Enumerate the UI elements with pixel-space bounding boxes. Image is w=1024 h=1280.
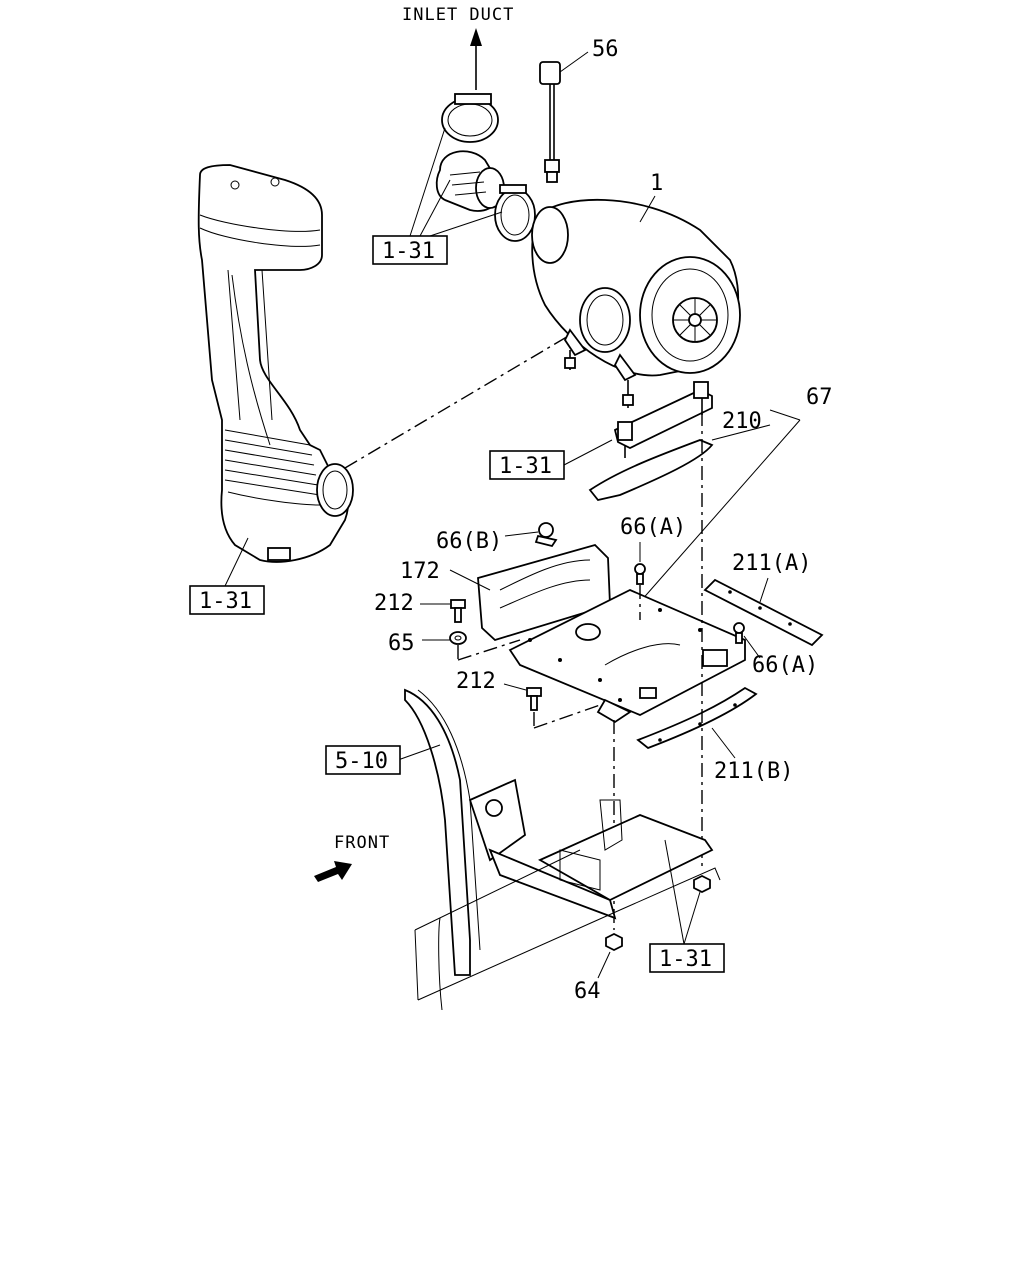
bolt-212-top <box>450 599 466 623</box>
mounting-strap <box>613 381 713 458</box>
air-intake-snorkel <box>197 164 354 563</box>
ref-box-mid <box>489 450 565 480</box>
ref-bottom-text: 1-31 <box>659 947 712 972</box>
label-56: 56 <box>592 37 619 62</box>
hose-clamp-lower <box>494 184 536 242</box>
front-direction-arrow <box>314 861 352 882</box>
clip-66a-top <box>634 563 646 585</box>
inlet-duct-label: INLET DUCT <box>402 5 514 25</box>
label-212-top: 212 <box>374 591 414 616</box>
inlet-duct-arrow <box>470 28 482 90</box>
label-172: 172 <box>400 559 440 584</box>
air-cleaner-assembly <box>531 199 741 408</box>
ref-box-top-left <box>372 235 448 265</box>
label-212-bottom: 212 <box>456 669 496 694</box>
ref-box-frame <box>325 745 401 775</box>
bolt-212-bottom <box>526 687 542 711</box>
ref-box-left <box>189 585 265 615</box>
label-66a-top: 66(A) <box>620 515 686 540</box>
ref-mid-text: 1-31 <box>499 454 552 479</box>
label-210: 210 <box>722 409 762 434</box>
ref-frame-text: 5-10 <box>335 749 388 774</box>
restriction-sensor <box>539 61 561 183</box>
label-211a: 211(A) <box>732 551 811 576</box>
front-label: FRONT <box>334 833 390 853</box>
mounting-bracket-plate <box>477 543 746 724</box>
label-66a-right: 66(A) <box>752 653 818 678</box>
label-67: 67 <box>806 385 833 410</box>
hose-clamp-top <box>441 93 499 143</box>
intake-hose <box>435 150 505 212</box>
nut-frame-right <box>693 874 711 894</box>
cushion-pad <box>588 439 714 502</box>
label-65: 65 <box>388 631 415 656</box>
washer-65 <box>449 631 467 645</box>
label-1: 1 <box>650 171 663 196</box>
ref-top-left-text: 1-31 <box>382 239 435 264</box>
clip-66a-right <box>733 622 745 644</box>
chassis-frame <box>404 688 721 1011</box>
label-66b: 66(B) <box>436 529 502 554</box>
strip-211a <box>703 578 824 647</box>
washer-66b <box>534 522 558 548</box>
label-64: 64 <box>574 979 601 1004</box>
ref-left-text: 1-31 <box>199 589 252 614</box>
ref-box-bottom <box>649 943 725 973</box>
strip-211b <box>636 686 758 750</box>
nut-64 <box>605 932 623 952</box>
label-211b: 211(B) <box>714 759 793 784</box>
